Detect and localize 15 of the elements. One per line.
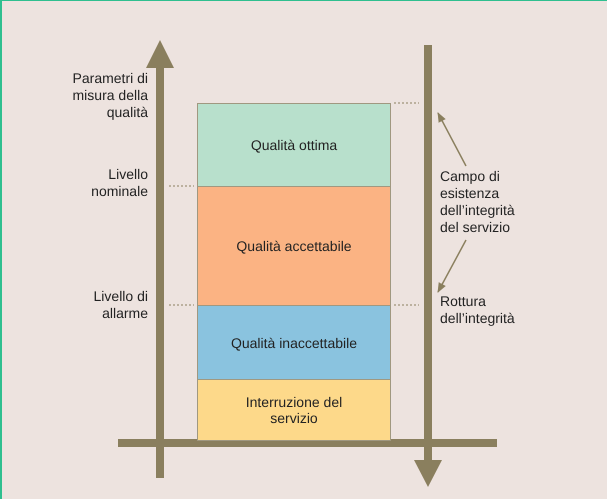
axis-label: Parametri di misura della qualità	[72, 70, 148, 121]
quality-band	[197, 186, 391, 306]
leader-arrow	[437, 240, 467, 293]
quality-band	[197, 103, 391, 187]
band-label: Qualità ottima	[250, 137, 338, 153]
quality-band	[197, 305, 391, 380]
level-label: Livello di allarme	[92, 288, 148, 322]
annotation-text: Campo di esistenza dell’integrità del servizio	[440, 168, 522, 236]
band-label: Qualità inaccettabile	[230, 334, 358, 350]
level-label: Livello nominale	[90, 166, 148, 200]
band-label: Qualità accettabile	[235, 238, 353, 254]
leader-arrow	[437, 112, 467, 166]
band-label: Interruzione del servizio	[244, 394, 344, 426]
annotation-text: Rottura dell’integrità	[440, 293, 522, 327]
quality-band	[197, 379, 391, 441]
